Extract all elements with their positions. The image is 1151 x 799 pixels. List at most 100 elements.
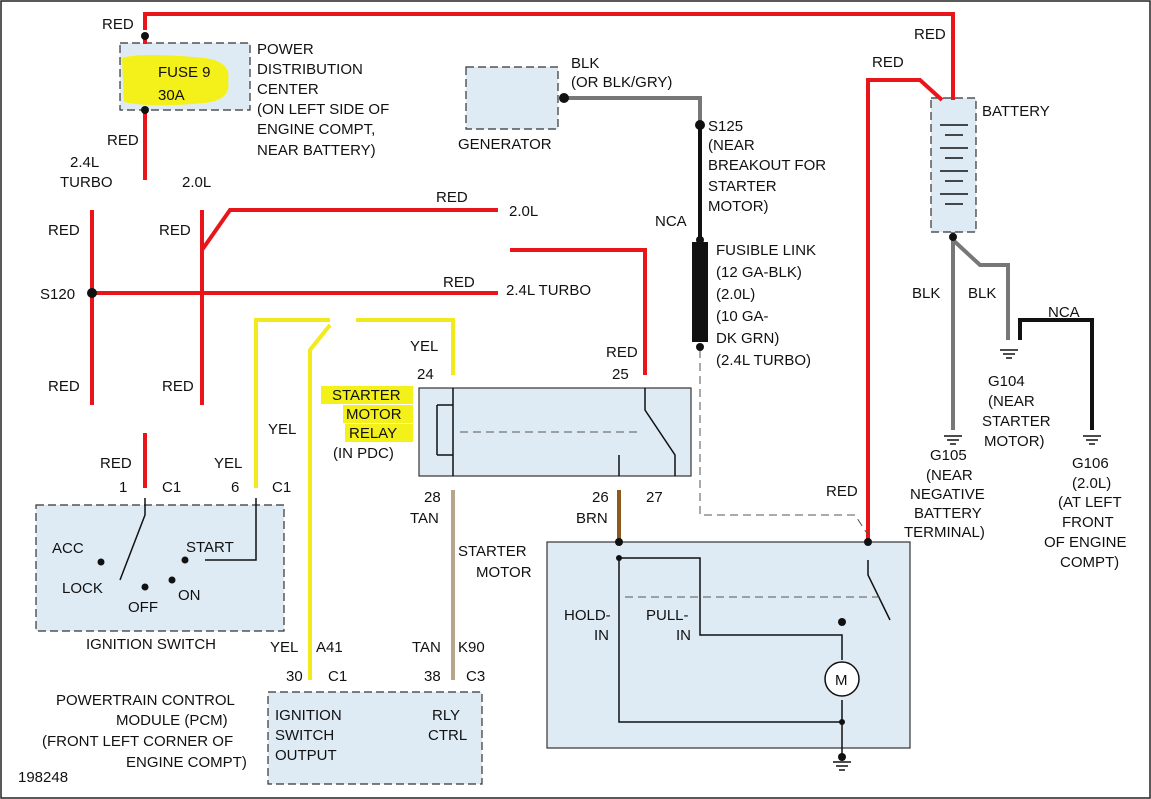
diagram-label: NEGATIVE bbox=[910, 486, 985, 503]
wire-yel-relay24 bbox=[356, 318, 455, 375]
diagram-label: SWITCH bbox=[275, 727, 334, 744]
diagram-label: (2.4L TURBO) bbox=[716, 352, 811, 369]
diagram-label: CENTER bbox=[257, 81, 319, 98]
diagram-label: BLK bbox=[912, 285, 940, 302]
diagram-label: YEL bbox=[268, 421, 296, 438]
pcm-box bbox=[267, 691, 483, 785]
diagram-label: GENERATOR bbox=[458, 136, 552, 153]
diagram-label: RED bbox=[162, 378, 194, 395]
diagram-label: 26 bbox=[592, 489, 609, 506]
diagram-label: TERMINAL) bbox=[904, 524, 985, 541]
ign-switch-contacts bbox=[119, 498, 257, 581]
diagram-label: G104 bbox=[988, 373, 1025, 390]
diagram-label: TAN bbox=[412, 639, 441, 656]
motor-symbol bbox=[824, 661, 860, 697]
ground-symbols bbox=[833, 349, 1101, 771]
diagram-label: (12 GA-BLK) bbox=[716, 264, 802, 281]
diagram-label: RED bbox=[443, 274, 475, 291]
starter-windings bbox=[618, 557, 843, 757]
wire-red-20-branch bbox=[200, 208, 498, 252]
starter-switch bbox=[867, 560, 891, 621]
diagram-label: (NEAR bbox=[988, 393, 1035, 410]
diagram-label: BATTERY bbox=[982, 103, 1050, 120]
diagram-label: RED bbox=[102, 16, 134, 33]
diagram-label: G105 bbox=[930, 447, 967, 464]
diagram-label: (NEAR bbox=[708, 137, 755, 154]
diagram-label: (ON LEFT SIDE OF bbox=[257, 101, 389, 118]
wire-red-starter bbox=[866, 78, 944, 540]
diagram-label: 6 bbox=[231, 479, 239, 496]
splice-dots bbox=[87, 32, 957, 761]
diagram-label: YEL bbox=[214, 455, 242, 472]
diagram-label: RED bbox=[872, 54, 904, 71]
diagram-label: CTRL bbox=[428, 727, 467, 744]
diagram-label: 30 bbox=[286, 668, 303, 685]
diagram-label: RED bbox=[606, 344, 638, 361]
diagram-label: RLY bbox=[432, 707, 460, 724]
diagram-label: 24 bbox=[417, 366, 434, 383]
diagram-label: MOTOR bbox=[346, 406, 402, 423]
diagram-label: (IN PDC) bbox=[333, 445, 394, 462]
diagram-label: YEL bbox=[270, 639, 298, 656]
ignition-switch-box bbox=[35, 504, 285, 632]
diagram-label: 27 bbox=[646, 489, 663, 506]
wire-yel-start bbox=[254, 318, 330, 488]
diagram-label: (OR BLK/GRY) bbox=[571, 74, 672, 91]
wire-yel-pcm bbox=[308, 323, 332, 680]
diagram-label: C1 bbox=[162, 479, 181, 496]
diagram-label: G106 bbox=[1072, 455, 1109, 472]
diagram-label: RED bbox=[914, 26, 946, 43]
diagram-label: FUSIBLE LINK bbox=[716, 242, 816, 259]
diagram-label: C1 bbox=[272, 479, 291, 496]
diagram-label: S125 bbox=[708, 118, 743, 135]
diagram-label: 1 bbox=[119, 479, 127, 496]
wire-gen-blk bbox=[564, 96, 702, 125]
diagram-label: RED bbox=[826, 483, 858, 500]
diagram-label: NCA bbox=[1048, 304, 1080, 321]
fusible-link bbox=[692, 242, 708, 342]
ign-positions bbox=[97, 556, 189, 591]
diagram-label: HOLD- bbox=[564, 607, 611, 624]
diagram-label: STARTER bbox=[982, 413, 1051, 430]
diagram-label: 2.4L bbox=[70, 154, 99, 171]
relay-highlight-1 bbox=[321, 386, 413, 404]
diagram-label: START bbox=[186, 539, 234, 556]
diagram-label: RED bbox=[107, 132, 139, 149]
diagram-label: 30A bbox=[158, 87, 185, 104]
diagram-label: ENGINE COMPT) bbox=[126, 754, 247, 771]
diagram-label: BLK bbox=[571, 55, 599, 72]
diagram-label: 28 bbox=[424, 489, 441, 506]
diagram-label: MOTOR bbox=[476, 564, 532, 581]
diagram-label: IGNITION bbox=[275, 707, 342, 724]
diagram-label: POWERTRAIN CONTROL bbox=[56, 692, 235, 709]
diagram-label: (2.0L) bbox=[1072, 475, 1111, 492]
relay-highlight-2 bbox=[343, 405, 413, 423]
diagram-label: M bbox=[835, 672, 848, 689]
diagram-label: LOCK bbox=[62, 580, 103, 597]
diagram-label: TAN bbox=[410, 510, 439, 527]
diagram-label: MOTOR) bbox=[984, 433, 1045, 450]
diagram-label: PULL- bbox=[646, 607, 689, 624]
diagram-label: RED bbox=[48, 222, 80, 239]
relay-switch bbox=[618, 388, 676, 476]
diagram-label: STARTER bbox=[332, 387, 401, 404]
diagram-label: A41 bbox=[316, 639, 343, 656]
diagram-label: COMPT) bbox=[1060, 554, 1119, 571]
relay-coil bbox=[436, 388, 454, 476]
diagram-label: (FRONT LEFT CORNER OF bbox=[42, 733, 233, 750]
diagram-label: 198248 bbox=[18, 769, 68, 786]
wire-red-top bbox=[143, 12, 955, 100]
diagram-label: STARTER bbox=[708, 178, 777, 195]
diagram-label: POWER bbox=[257, 41, 314, 58]
diagram-label: MODULE (PCM) bbox=[116, 712, 228, 729]
diagram-label: BREAKOUT FOR bbox=[708, 157, 826, 174]
labels: RED RED RED POWER DISTRIBUTION CENTER (O… bbox=[18, 16, 1127, 786]
diagram-label: S120 bbox=[40, 286, 75, 303]
fuse-highlight bbox=[122, 55, 229, 106]
diagram-label: OUTPUT bbox=[275, 747, 337, 764]
diagram-label: (NEAR bbox=[926, 467, 973, 484]
diagram-label: BATTERY bbox=[914, 505, 982, 522]
diagram-label: NEAR BATTERY) bbox=[257, 142, 376, 159]
diagram-label: MOTOR) bbox=[708, 198, 769, 215]
